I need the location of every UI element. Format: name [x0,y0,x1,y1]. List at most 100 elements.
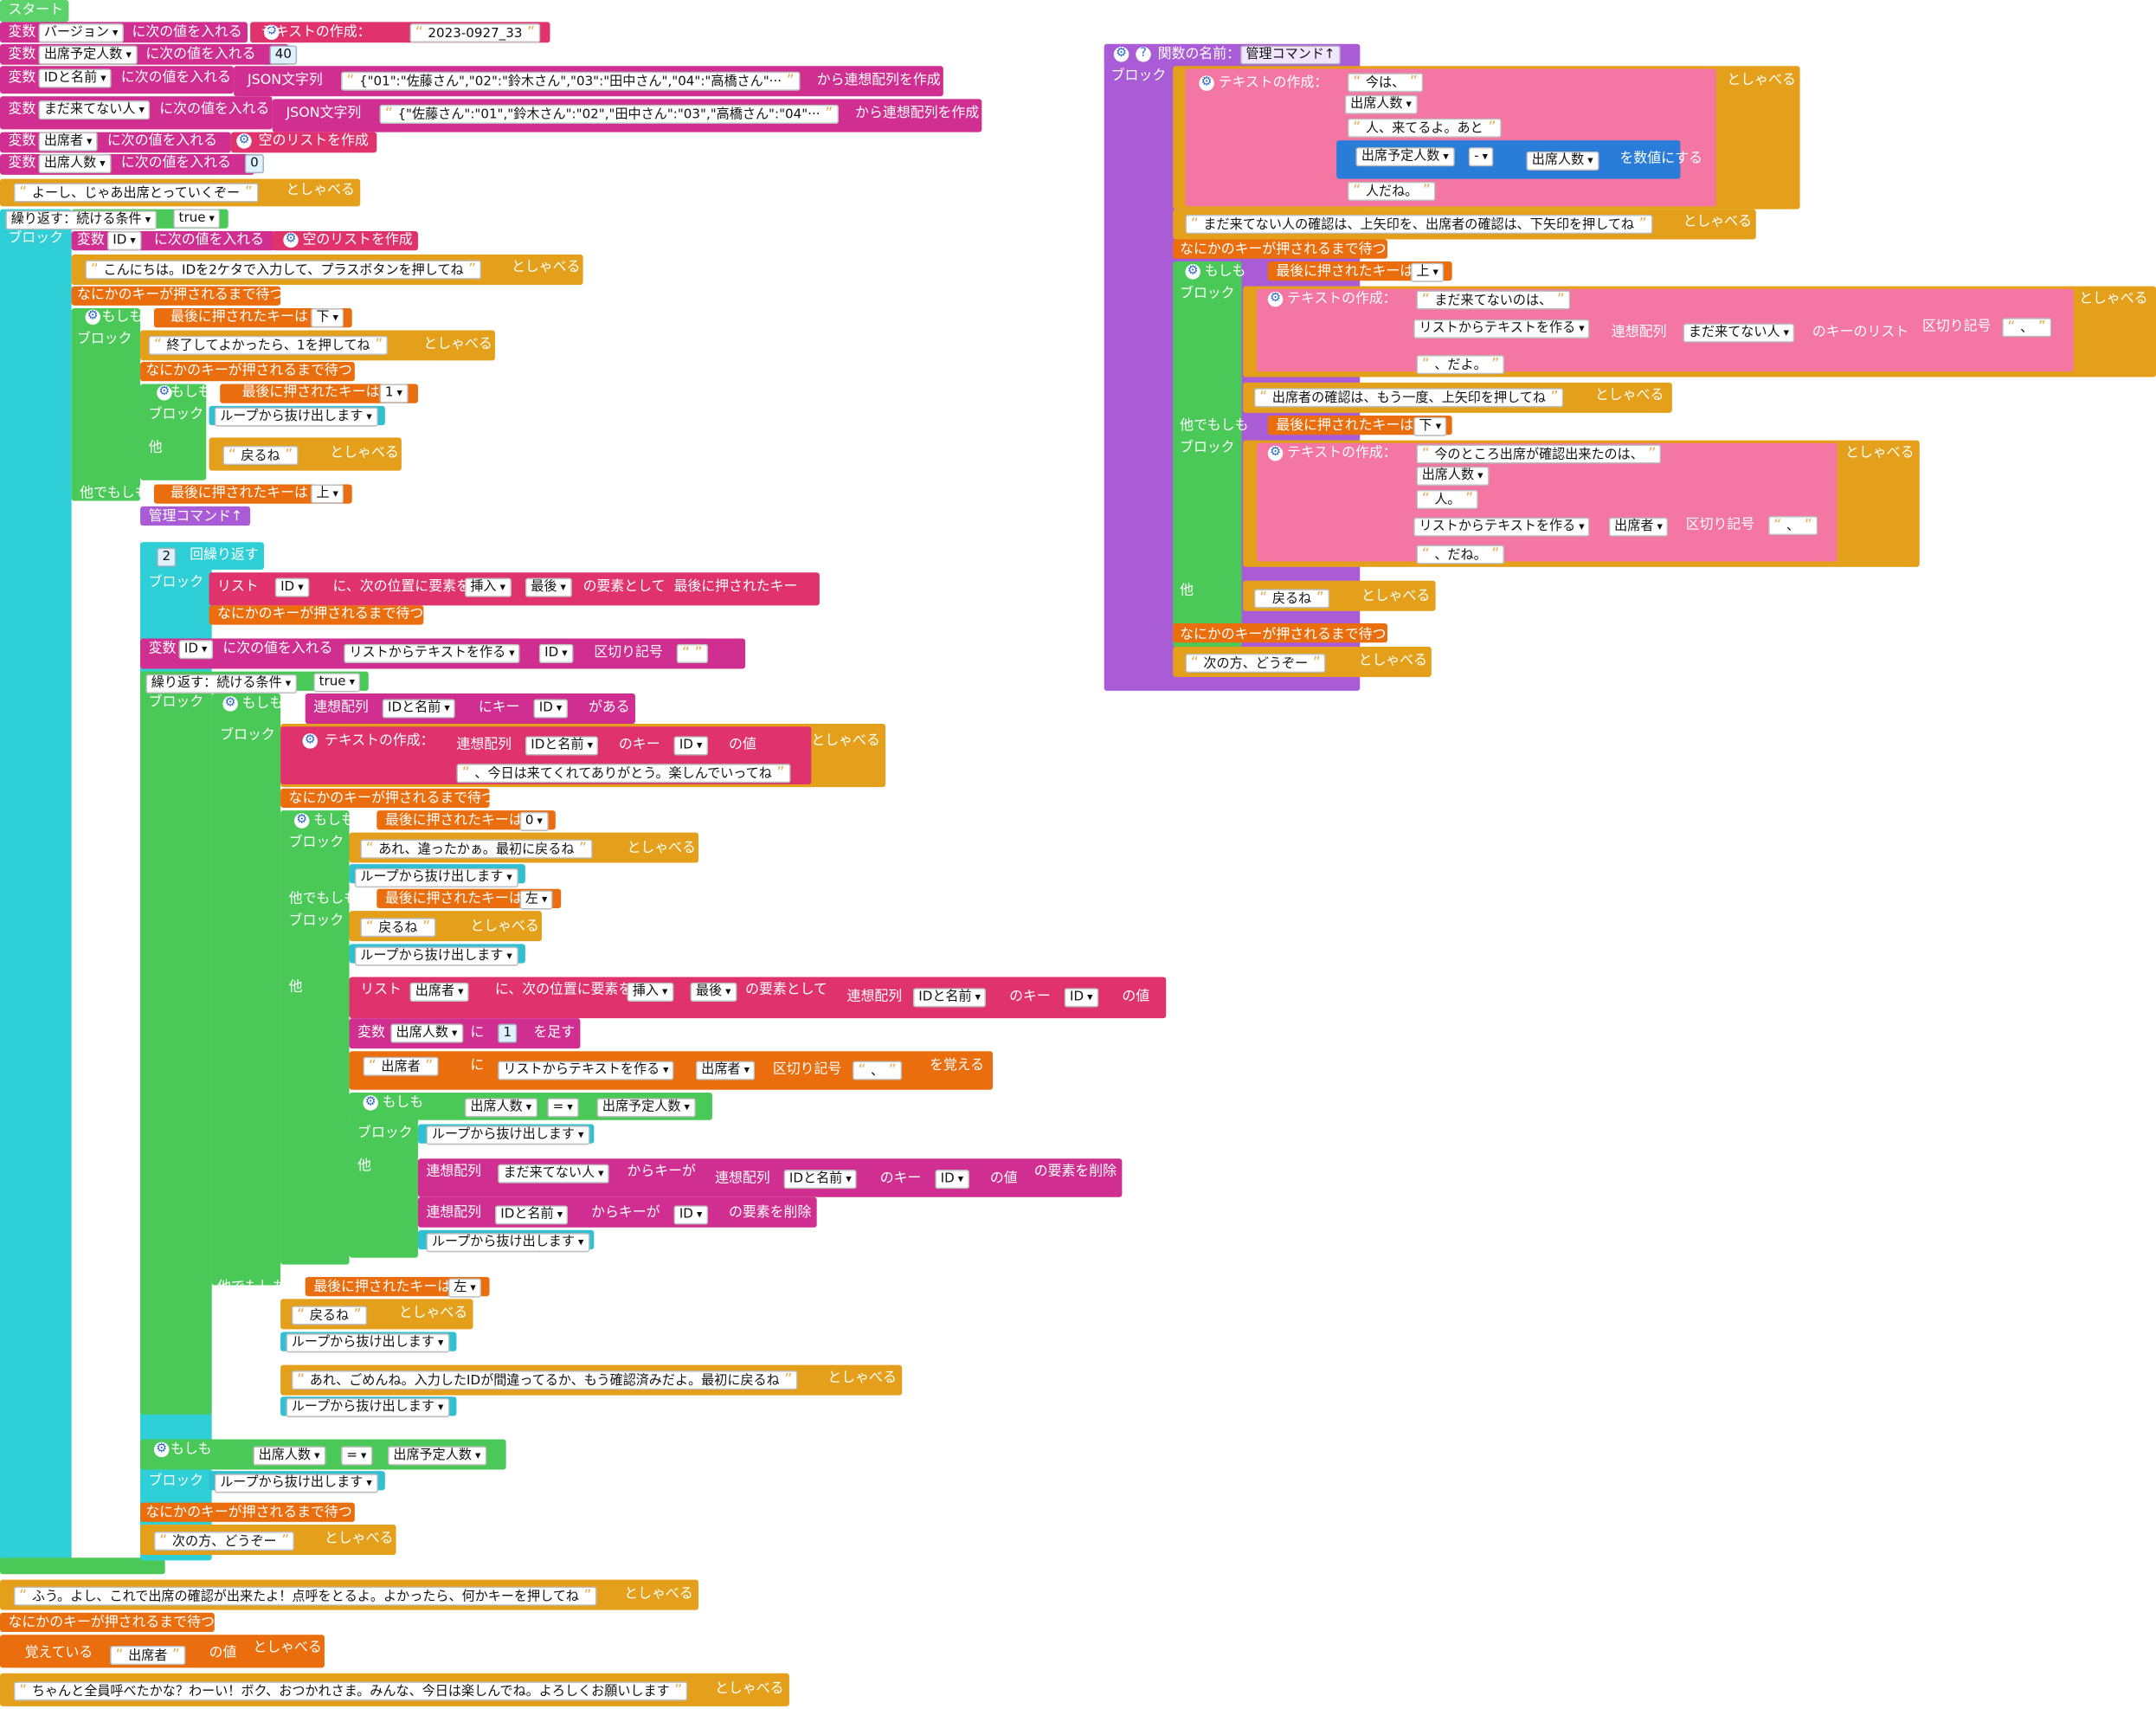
text-field[interactable]: “ 、 ” [2002,318,2052,338]
dropdown-field[interactable]: 0 [519,811,549,831]
dropdown-field[interactable]: ループから抜け出します [354,867,518,888]
dropdown-field[interactable]: ID [1064,988,1098,1008]
block-shape[interactable] [349,1018,581,1049]
block-shape[interactable] [305,1276,490,1297]
dropdown-field[interactable]: IDと名前 [38,68,112,88]
block-shape[interactable] [1173,239,1387,259]
gear-icon[interactable]: ⚙ [264,24,280,41]
text-field[interactable]: “ まだ来てないのは、 ” [1416,290,1571,310]
text-field[interactable]: “ 今は、 ” [1347,73,1424,93]
block-shape[interactable] [153,308,352,328]
dropdown-field[interactable]: 出席者 [38,132,98,152]
dropdown-field[interactable]: 最後 [525,577,572,597]
text-field[interactable]: “ ちゃんと全員呼べたかな？わーい！ボク、おつかれさま。みんな、今日は楽しんでね… [13,1681,688,1701]
text-field[interactable]: “ 人、来てるよ。あと ” [1347,118,1502,138]
text-field[interactable]: “ 戻るね ” [360,918,436,938]
dropdown-field[interactable]: ID [538,643,573,664]
gear-icon[interactable]: ⚙ [1199,75,1214,91]
text-field[interactable]: “ 終了してよかったら、1を押してね ” [148,335,389,356]
dropdown-field[interactable]: ID [178,640,213,660]
block-shape[interactable] [305,693,635,725]
dropdown-field[interactable]: 左 [447,1278,482,1298]
block-shape[interactable] [349,977,1167,1019]
dropdown-field[interactable]: 出席予定人数 [38,45,138,65]
text-field[interactable]: “ 今のところ出席が確認出来たのは、 ” [1416,444,1662,464]
text-field[interactable]: “ {"01":"佐藤さん","02":"鈴木さん","03":"田中さん","… [340,71,801,91]
block-shape[interactable] [140,671,212,1415]
block-shape[interactable] [209,605,424,625]
dropdown-field[interactable]: 上 [311,484,344,504]
text-field[interactable]: “ 出席者 ” [363,1056,439,1076]
gear-icon[interactable]: ⚙ [302,733,318,749]
name-field[interactable]: 管理コマンド↑ [1240,45,1341,65]
gear-icon[interactable]: ⚙ [236,133,252,149]
gear-icon[interactable]: ⚙ [85,309,100,326]
dropdown-field[interactable]: 挿入 [627,982,673,1003]
text-field[interactable]: “ 戻るね ” [1253,589,1330,609]
block-shape[interactable] [140,506,251,526]
text-field[interactable]: “ 次の方、どうぞー ” [153,1532,295,1551]
dropdown-field[interactable]: ループから抜け出します [354,946,518,966]
dropdown-field[interactable]: リストからテキストを作る [498,1061,674,1080]
dropdown-field[interactable]: 出席人数 [1416,466,1489,487]
text-field[interactable]: “ 2023-0927_33 ” [409,23,541,43]
block-shape[interactable] [280,788,490,808]
block-shape[interactable] [71,308,141,501]
text-field[interactable]: “ よーし、じゃあ出席とっていくぞー ” [13,183,259,203]
block-shape[interactable] [1267,415,1452,435]
text-field[interactable]: “ 戻るね ” [222,445,299,466]
dropdown-field[interactable]: ループから抜け出します [426,1233,589,1253]
dropdown-field[interactable]: 出席予定人数 [1355,147,1455,167]
block-shape[interactable] [140,362,355,382]
block-shape[interactable] [280,810,350,1265]
block-shape[interactable] [417,1196,817,1228]
gear-icon[interactable]: ⚙ [157,385,172,401]
block-shape[interactable] [1267,261,1452,281]
dropdown-field[interactable]: 出席者 [695,1061,756,1080]
text-field[interactable]: “ 戻るね ” [291,1306,368,1325]
block-shape[interactable] [230,132,377,153]
text-field[interactable]: “ 、だよ。 ” [1416,355,1505,375]
block-shape[interactable] [0,1557,165,1575]
dropdown-field[interactable]: 出席人数 [1526,151,1599,171]
text-field[interactable]: “ あれ、違ったかぁ。最初に戻るね ” [360,839,593,859]
block-shape[interactable] [140,384,207,480]
dropdown-field[interactable]: ループから抜け出します [286,1333,449,1353]
text-field[interactable]: “ 人だね。 ” [1347,181,1437,202]
dropdown-field[interactable]: 挿入 [464,577,512,597]
gear-icon[interactable]: ⚙ [153,1441,170,1458]
block-shape[interactable] [1185,68,1716,207]
number-field[interactable]: 1 [498,1023,518,1043]
block-shape[interactable] [272,231,418,251]
gear-icon[interactable]: ⚙ [1113,47,1129,62]
dropdown-field[interactable]: 出席人数 [38,154,112,174]
text-field[interactable]: “ 、今日は来てくれてありがとう。楽しんでいってね ” [456,764,790,784]
dropdown-field[interactable]: 出席予定人数 [388,1446,486,1466]
dropdown-field[interactable]: 出席者 [1608,517,1669,537]
dropdown-field[interactable]: IDと名前 [382,699,456,719]
block-shape[interactable] [1257,288,2074,372]
gear-icon[interactable]: ⚙ [1267,445,1284,461]
dropdown-field[interactable]: ループから抜け出します [214,407,378,427]
dropdown-field[interactable]: 出席予定人数 [596,1098,696,1118]
block-shape[interactable] [1173,622,1387,643]
text-field[interactable]: “ {"佐藤さん":"01","鈴木さん":"02","田中さん":"03","… [379,104,839,125]
gear-icon[interactable]: ⚙ [283,232,299,248]
gear-icon[interactable]: ⚙ [1185,264,1200,280]
dropdown-field[interactable]: 出席人数 [464,1098,537,1118]
dropdown-field[interactable]: ループから抜け出します [426,1125,589,1145]
text-field[interactable]: “ ” [676,643,709,664]
dropdown-field[interactable]: 出席人数 [1344,94,1418,114]
dropdown-field[interactable]: ループから抜け出します [214,1474,378,1493]
block-shape[interactable] [0,1612,215,1633]
block-shape[interactable] [209,572,820,606]
dropdown-field[interactable]: IDと名前 [494,1205,569,1225]
text-field[interactable]: “ まだ来てない人の確認は、上矢印を、出席者の確認は、下矢印を押してね ” [1185,214,1653,235]
dropdown-field[interactable]: ID [673,1205,708,1225]
text-field[interactable]: “ こんにちは。IDを2ケタで入力して、プラスボタンを押してね ” [85,260,482,280]
block-shape[interactable] [1173,261,1242,648]
gear-icon[interactable]: ⚙ [1267,291,1284,307]
dropdown-field[interactable]: true [173,209,221,229]
text-field[interactable]: “ あれ、ごめんね。入力したIDが間違ってるか、もう確認済みだよ。最初に戻るね … [291,1370,798,1390]
dropdown-field[interactable]: IDと名前 [783,1169,858,1190]
